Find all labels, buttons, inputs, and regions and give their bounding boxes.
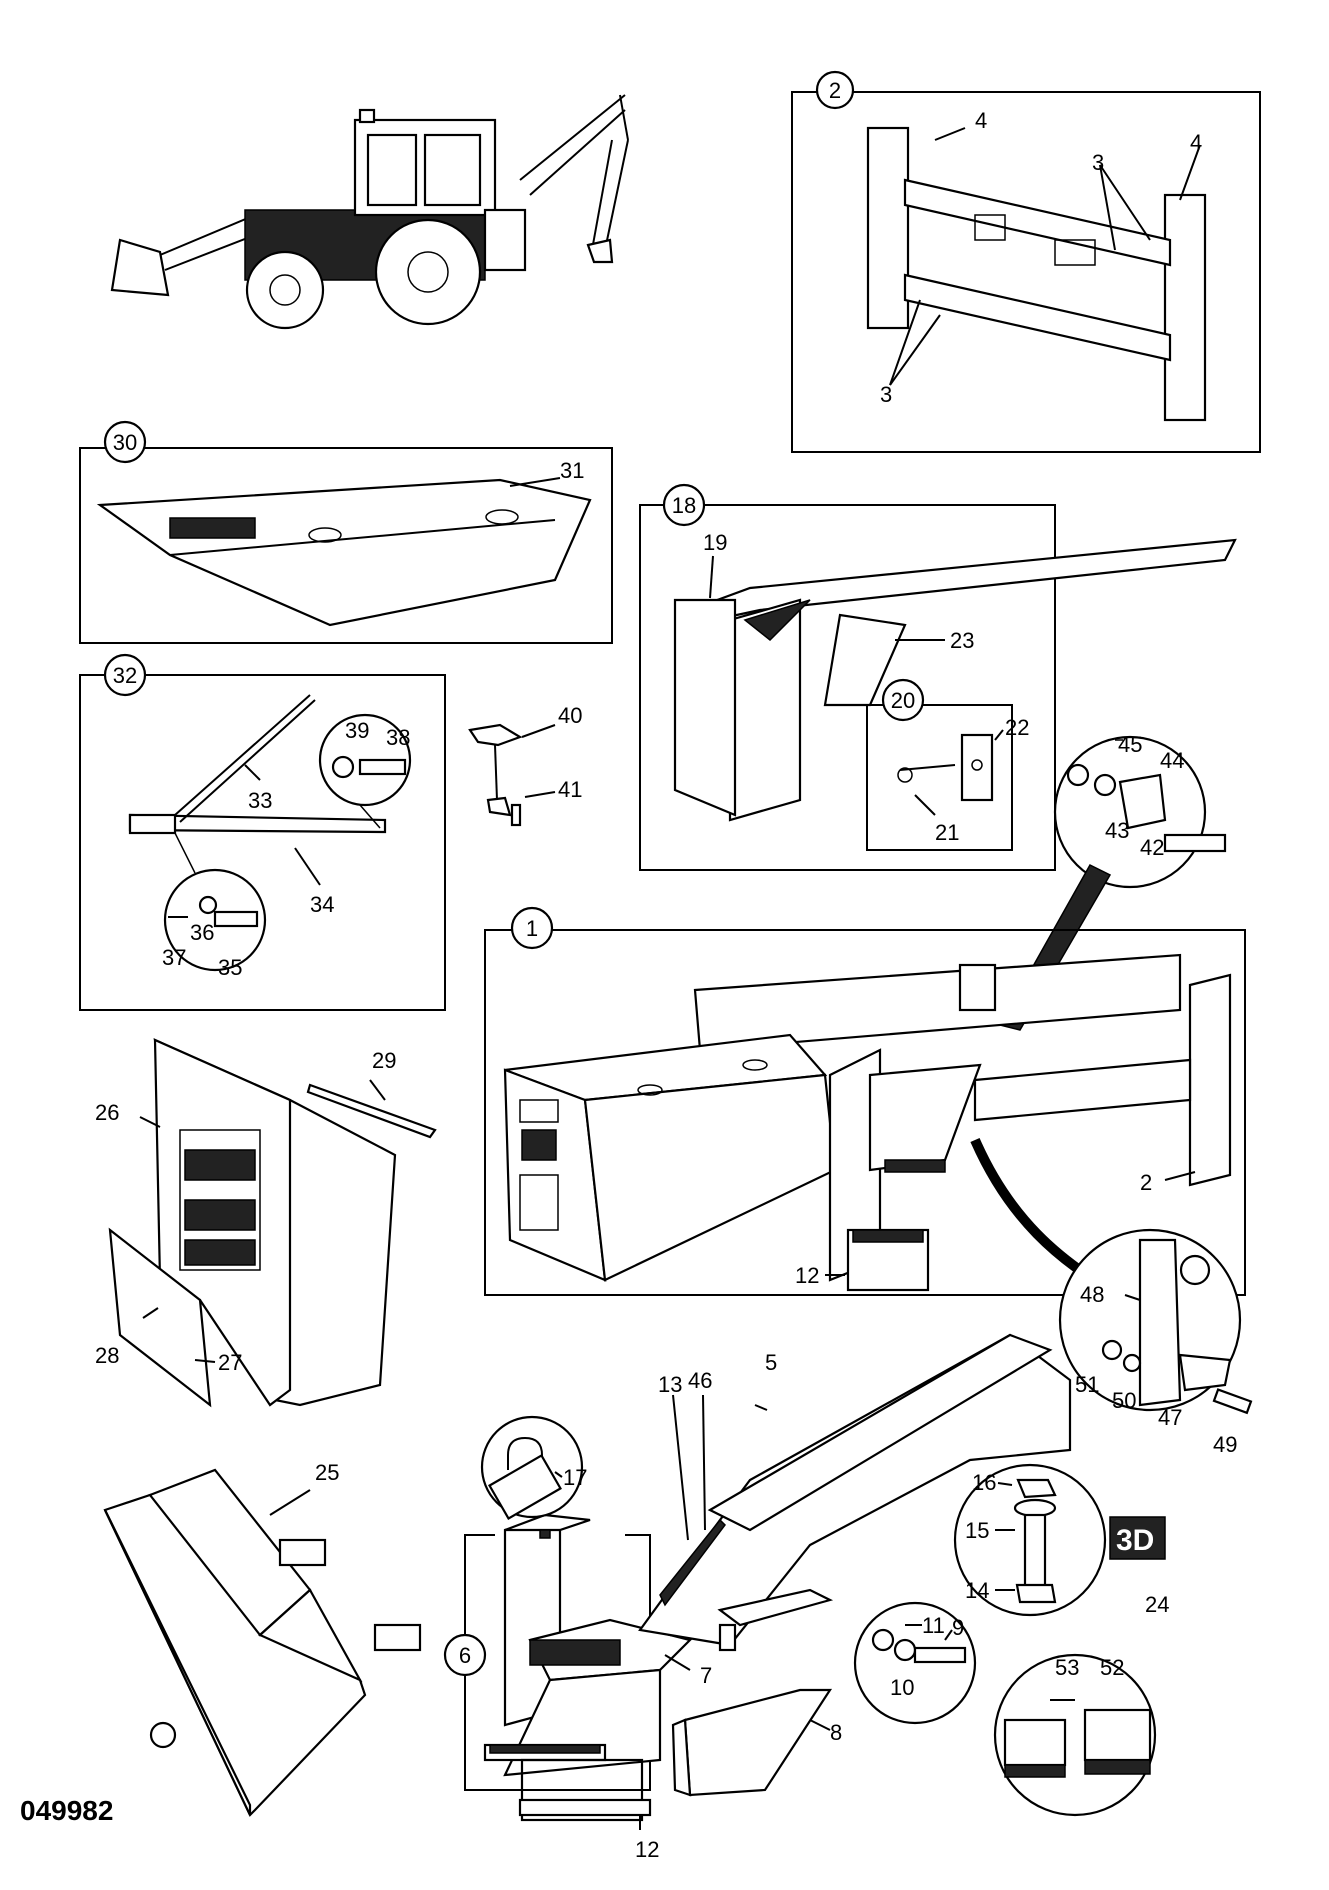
callout-27: 27 [218,1350,242,1375]
callout-40: 40 [558,703,582,728]
svg-text:2: 2 [829,78,841,103]
group-30-badge: 30 [103,420,147,464]
callout-12-group-6: 12 [635,1837,659,1862]
callout-51: 51 [1075,1372,1099,1397]
svg-text:32: 32 [113,663,137,688]
callout-11: 11 [922,1613,945,1638]
callout-43: 43 [1105,818,1129,843]
group-32-badge: 32 [103,653,147,697]
svg-text:30: 30 [113,430,137,455]
parts-26-29: 26 29 28 27 [95,1038,437,1408]
group-6-panel: 6 12 7 [443,1513,712,1862]
callout-17: 17 [563,1465,587,1490]
callout-42: 42 [1140,835,1164,860]
group-1-panel: 1 12 2 [484,906,1246,1296]
callout-15: 15 [965,1518,989,1543]
callout-46: 46 [688,1368,712,1393]
padlock-17: 17 [480,1415,587,1520]
callout-44: 44 [1160,748,1184,773]
parts-52-53-detail: 53 52 [993,1653,1157,1817]
callout-48: 48 [1080,1282,1104,1307]
callout-3-top: 3 [1092,150,1104,175]
group-30-panel: 30 31 [79,420,613,644]
svg-text:18: 18 [672,493,696,518]
callout-10: 10 [890,1675,914,1700]
callout-28: 28 [95,1343,119,1368]
parts-14-16-detail: 16 15 14 [953,1463,1107,1617]
callout-39: 39 [345,718,369,743]
group-20-badge: 20 [881,678,925,722]
svg-text:20: 20 [891,688,915,713]
callout-4-right: 4 [1190,130,1202,155]
group-32-panel: 32 33 34 39 38 36 37 35 [79,653,446,1011]
callout-33: 33 [248,788,272,813]
callout-38: 38 [386,725,410,750]
callout-26: 26 [95,1100,119,1125]
logo-3d-24: 3D 24 [1109,1516,1169,1617]
callout-45: 45 [1118,732,1142,757]
callout-23: 23 [950,628,974,653]
callout-41: 41 [558,777,582,802]
group-6-badge: 6 [443,1633,487,1677]
backhoe-loader-illustration [110,94,629,330]
callout-37: 37 [162,945,186,970]
callout-13: 13 [658,1372,682,1397]
svg-text:1: 1 [526,916,538,941]
group-1-badge: 1 [510,906,554,950]
parts-5-13-46: 5 13 46 [638,1333,1072,1647]
parts-9-11-detail: 11 9 10 [853,1601,977,1725]
callout-14: 14 [965,1578,989,1603]
logo-3d-text: 3D [1116,1524,1154,1557]
parts-47-51-detail: 48 51 50 47 49 [1058,1228,1253,1457]
parts-40-41: 40 41 [468,703,582,827]
callout-50: 50 [1112,1388,1136,1413]
callout-47: 47 [1158,1405,1182,1430]
callout-35: 35 [218,955,242,980]
callout-4-left: 4 [975,108,987,133]
group-2-panel: 2 4 4 3 3 [791,70,1261,453]
group-2-badge: 2 [815,70,855,110]
group-18-badge: 18 [662,483,706,527]
callout-52: 52 [1100,1655,1124,1680]
part-25-box: 25 [103,1460,422,1817]
part-8-step: 8 [671,1588,842,1797]
callout-25: 25 [315,1460,339,1485]
callout-7: 7 [700,1663,712,1688]
callout-2-group-1: 2 [1140,1170,1152,1195]
callout-22: 22 [1005,715,1029,740]
callout-49: 49 [1213,1432,1237,1457]
document-number: 049982 [20,1795,113,1826]
callout-34: 34 [310,892,334,917]
callout-29: 29 [372,1048,396,1073]
callout-21: 21 [935,820,959,845]
callout-53: 53 [1055,1655,1079,1680]
callout-24: 24 [1145,1592,1169,1617]
callout-16: 16 [972,1470,996,1495]
callout-3-bottom: 3 [880,382,892,407]
callout-5: 5 [765,1350,777,1375]
group-18-panel: 18 19 23 20 22 21 [639,483,1237,871]
svg-text:6: 6 [459,1643,471,1668]
callout-9: 9 [952,1615,964,1640]
callout-36: 36 [190,920,214,945]
parts-42-45-detail: 45 44 43 42 [998,732,1227,1031]
callout-8: 8 [830,1720,842,1745]
callout-19: 19 [703,530,727,555]
callout-12-group-1: 12 [795,1263,819,1288]
callout-31: 31 [560,458,584,483]
